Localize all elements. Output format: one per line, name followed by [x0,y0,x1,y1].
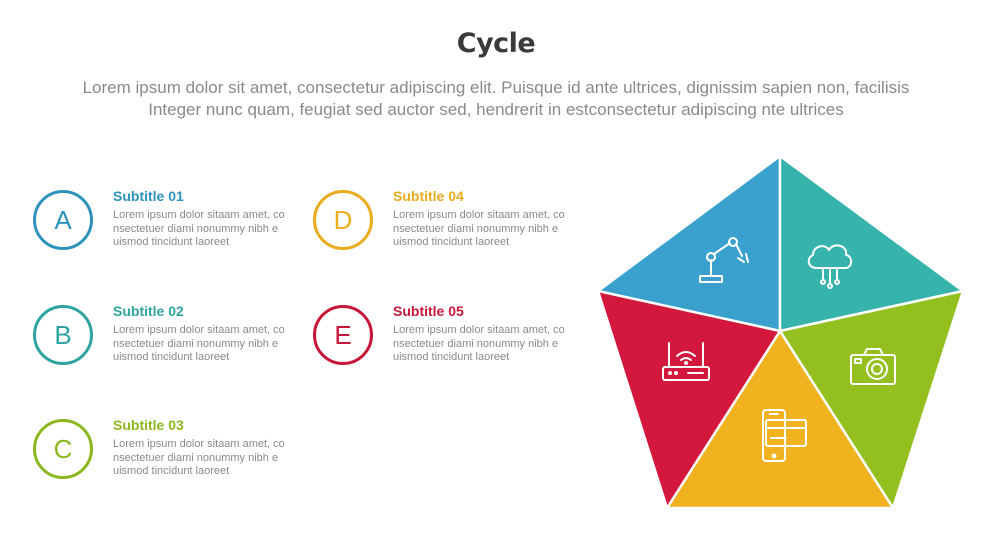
item-c-title: Subtitle 03 [113,417,184,433]
camera-icon [850,348,896,385]
letter-circle-e: E [313,305,373,365]
letter-circle-c: C [33,419,93,479]
pentagon-segment-left [596,289,782,510]
letter-circle-a: A [33,190,93,250]
letter-circle-b: B [33,305,93,365]
item-b-title: Subtitle 02 [113,303,184,319]
page-title: Cycle [456,28,536,59]
item-d-title: Subtitle 04 [393,188,464,204]
item-a-title: Subtitle 01 [113,188,184,204]
page-description-line-1: Lorem ipsum dolor sit amet, consectetur … [82,78,910,97]
cloud-network-icon [807,244,853,289]
credit-card-phone-icon [762,409,807,462]
robot-arm-icon [699,237,749,283]
wifi-router-icon [662,342,710,381]
item-e-title: Subtitle 05 [393,303,464,319]
page-description-line-2: Integer nunc quam, feugiat sed auctor se… [148,100,844,119]
letter-circle-d: D [313,190,373,250]
